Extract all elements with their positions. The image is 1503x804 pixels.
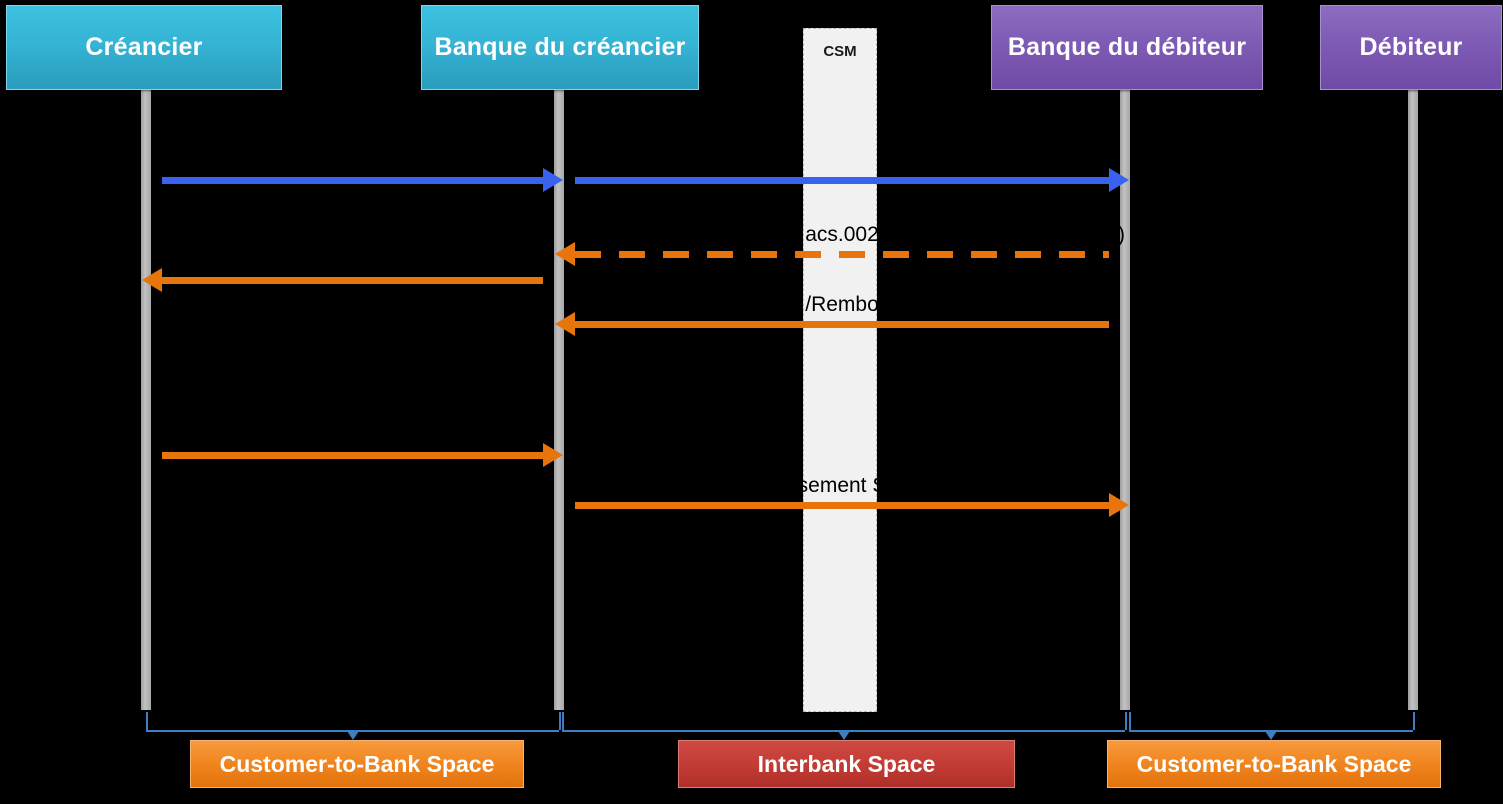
message-shaft (162, 277, 543, 284)
actor-label-creancier: Créancier (85, 33, 203, 62)
actor-box-banque-creancier[interactable]: Banque du créancier (421, 5, 699, 90)
space-label-text: Customer-to-Bank Space (219, 750, 495, 777)
actor-label-banque-debiteur: Banque du débiteur (1007, 33, 1247, 62)
space-label-c2b-left[interactable]: Customer-to-Bank Space (190, 740, 524, 788)
space-label-c2b-right[interactable]: Customer-to-Bank Space (1107, 740, 1441, 788)
arrow-head-icon (543, 443, 563, 467)
arrow-head-icon (555, 312, 575, 336)
space-label-text: Interbank Space (757, 750, 936, 777)
bracket-end-interbank-1 (1125, 712, 1127, 730)
arrow-head-icon (555, 242, 575, 266)
actor-box-banque-debiteur[interactable]: Banque du débiteur (991, 5, 1263, 90)
message-shaft (575, 251, 1109, 258)
bracket-end-interbank-0 (562, 712, 564, 730)
actor-label-debiteur: Débiteur (1359, 33, 1463, 62)
space-label-text: Customer-to-Bank Space (1136, 750, 1412, 777)
arrow-head-icon (543, 168, 563, 192)
lifeline-banque-creancier (554, 88, 564, 710)
message-arrow-m3 (555, 242, 1109, 266)
message-label-fragment-right: ) (1118, 223, 1125, 246)
arrow-head-icon (1109, 493, 1129, 517)
bracket-end-c2b-right-0 (1129, 712, 1131, 730)
bracket-pointer-c2b-left (346, 731, 359, 740)
lifeline-debiteur (1408, 88, 1418, 710)
arrow-head-icon (1109, 168, 1129, 192)
csm-label: CSM (823, 43, 857, 60)
lifeline-banque-debiteur (1120, 88, 1130, 710)
bracket-end-c2b-left-0 (146, 712, 148, 730)
actor-label-banque-creancier: Banque du créancier (434, 33, 686, 62)
arrow-head-icon (142, 268, 162, 292)
message-label-m7: sement S (797, 474, 887, 497)
space-label-interbank[interactable]: Interbank Space (678, 740, 1015, 788)
message-shaft (575, 502, 1109, 509)
message-label-m3: acs.002 (805, 223, 879, 246)
lifeline-creancier (141, 88, 151, 710)
message-arrow-m2 (575, 168, 1129, 192)
message-arrow-m5 (555, 312, 1109, 336)
message-arrow-m1 (162, 168, 563, 192)
message-arrow-m7 (575, 493, 1129, 517)
message-shaft (575, 177, 1109, 184)
bracket-pointer-interbank (837, 731, 850, 740)
bracket-end-c2b-right-1 (1413, 712, 1415, 730)
message-shaft (162, 452, 543, 459)
message-arrow-m6 (162, 443, 563, 467)
csm-column: CSM (803, 28, 877, 712)
message-shaft (575, 321, 1109, 328)
message-label-m5: /Rembo (805, 293, 879, 316)
actor-box-debiteur[interactable]: Débiteur (1320, 5, 1502, 90)
message-shaft (162, 177, 543, 184)
bracket-pointer-c2b-right (1265, 731, 1277, 740)
bracket-end-c2b-left-1 (559, 712, 561, 730)
message-arrow-m4 (142, 268, 543, 292)
actor-box-creancier[interactable]: Créancier (6, 5, 282, 90)
